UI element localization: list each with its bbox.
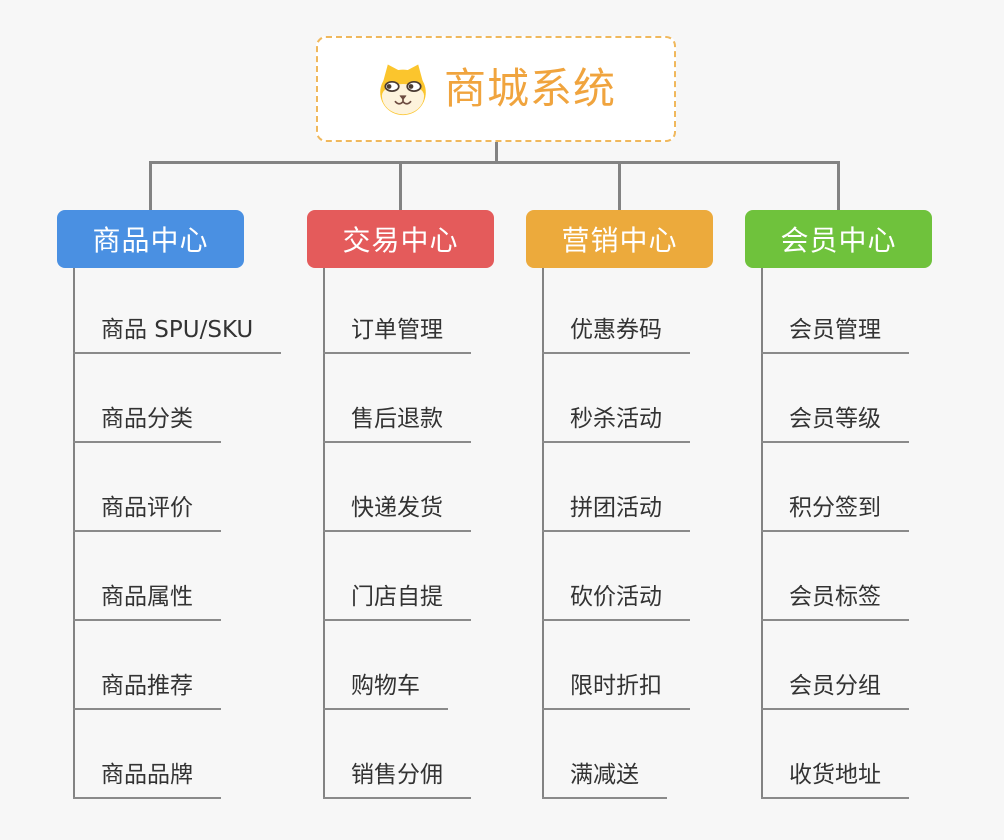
- connector-line: [323, 268, 325, 799]
- connector-line: [399, 161, 402, 210]
- leaf-node[interactable]: 快递发货: [323, 494, 471, 532]
- leaf-node[interactable]: 砍价活动: [542, 583, 690, 621]
- leaf-node[interactable]: 积分签到: [761, 494, 909, 532]
- leaf-node[interactable]: 购物车: [323, 672, 448, 710]
- branch-node-1[interactable]: 商品中心: [57, 210, 244, 268]
- branch-node-3[interactable]: 营销中心: [526, 210, 713, 268]
- leaf-node[interactable]: 商品 SPU/SKU: [73, 316, 282, 354]
- connector-line: [837, 161, 840, 210]
- leaf-node[interactable]: 满减送: [542, 761, 667, 799]
- leaf-node[interactable]: 门店自提: [323, 583, 471, 621]
- leaf-node[interactable]: 会员管理: [761, 316, 909, 354]
- leaf-node[interactable]: 会员等级: [761, 405, 909, 443]
- leaf-node[interactable]: 售后退款: [323, 405, 471, 443]
- leaf-node[interactable]: 商品品牌: [73, 761, 221, 799]
- leaf-node[interactable]: 限时折扣: [542, 672, 690, 710]
- connector-line: [149, 161, 152, 210]
- connector-line: [73, 268, 75, 799]
- leaf-node[interactable]: 会员标签: [761, 583, 909, 621]
- connector-line: [149, 161, 840, 164]
- connector-line: [542, 268, 544, 799]
- leaf-node[interactable]: 拼团活动: [542, 494, 690, 532]
- connector-line: [494, 142, 498, 164]
- branch-node-2[interactable]: 交易中心: [307, 210, 494, 268]
- connector-line: [618, 161, 621, 210]
- leaf-node[interactable]: 订单管理: [323, 316, 471, 354]
- leaf-node[interactable]: 商品评价: [73, 494, 221, 532]
- connector-line: [761, 268, 763, 799]
- leaf-node[interactable]: 商品推荐: [73, 672, 221, 710]
- leaf-node[interactable]: 秒杀活动: [542, 405, 690, 443]
- root-title: 商城系统: [443, 64, 616, 113]
- leaf-node[interactable]: 商品属性: [73, 583, 221, 621]
- root-node[interactable]: 商城系统: [316, 36, 676, 142]
- leaf-node[interactable]: 商品分类: [73, 405, 221, 443]
- dog-icon: [376, 62, 430, 116]
- leaf-node[interactable]: 销售分佣: [323, 761, 471, 799]
- branch-node-4[interactable]: 会员中心: [745, 210, 932, 268]
- leaf-node[interactable]: 收货地址: [761, 761, 909, 799]
- leaf-node[interactable]: 优惠券码: [542, 316, 690, 354]
- leaf-node[interactable]: 会员分组: [761, 672, 909, 710]
